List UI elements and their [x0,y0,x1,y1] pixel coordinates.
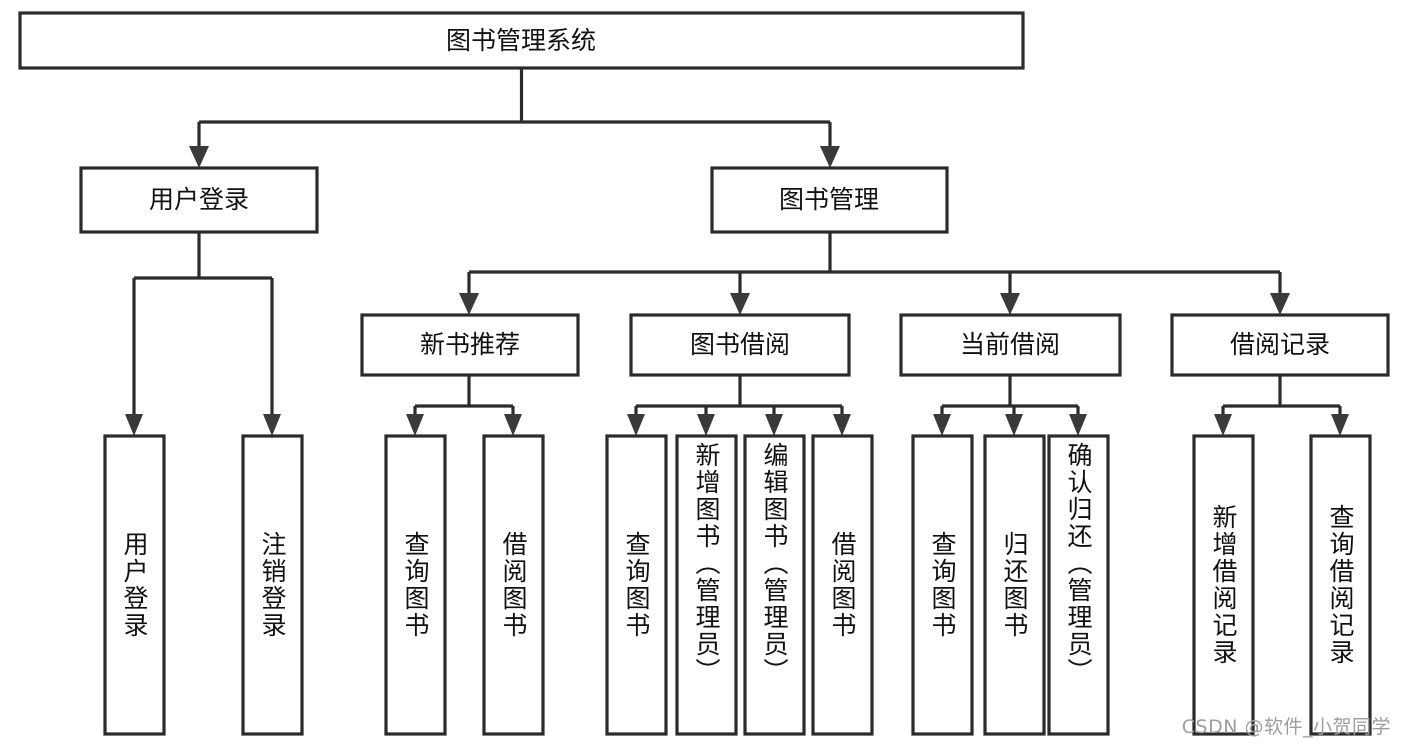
node-leaf-add-record-label: 新增借阅记录 [1209,504,1238,666]
arrow-icon-leaf-query-record [1331,414,1349,436]
arrow-icon-leaf-borrow-book-1 [504,414,522,436]
node-leaf-query-book-1-label: 查询图书 [401,531,430,639]
arrow-icon-leaf-user-login [125,414,143,436]
node-leaf-borrow-book-1-label: 借阅图书 [499,531,528,639]
arrow-icon-leaf-add-record [1214,414,1232,436]
node-leaf-query-book-2[interactable]: 查询图书 [605,434,668,736]
arrow-icon-leaf-logout [263,414,281,436]
csdn-watermark: CSDN @软件_小贺同学 [1181,716,1391,738]
arrow-icon-borrow-record [1270,293,1290,315]
node-leaf-user-login-label: 用户登录 [120,531,149,639]
node-leaf-add-record[interactable]: 新增借阅记录 [1192,434,1255,736]
arrowhead-group [125,146,1349,436]
arrow-icon-leaf-query-book-2 [627,414,645,436]
arrow-icon-book-borrow [730,293,750,315]
node-borrow-record[interactable]: 借阅记录 [1170,313,1390,377]
node-leaf-query-record[interactable]: 查询借阅记录 [1309,434,1372,736]
node-new-book-recommend[interactable]: 新书推荐 [360,313,580,377]
node-leaf-borrow-book-1[interactable]: 借阅图书 [482,434,545,736]
node-leaf-query-book-3[interactable]: 查询图书 [911,434,974,736]
node-leaf-confirm-return-label: 确认归还（管理员） [1064,442,1093,685]
node-leaf-edit-book-label: 编辑图书（管理员） [760,442,789,685]
node-leaf-logout-label: 注销登录 [258,531,287,639]
arrow-icon-current-borrow [1000,293,1020,315]
node-book-manage[interactable]: 图书管理 [710,166,949,234]
node-new-book-recommend-label: 新书推荐 [420,330,520,359]
node-leaf-user-login[interactable]: 用户登录 [103,434,166,736]
node-leaf-query-book-1[interactable]: 查询图书 [384,434,447,736]
node-leaf-return-book-label: 归还图书 [1000,531,1029,639]
node-leaf-edit-book[interactable]: 编辑图书（管理员） [743,434,806,736]
node-leaf-query-record-label: 查询借阅记录 [1326,504,1355,666]
arrow-icon-leaf-add-book [697,414,715,436]
node-leaf-borrow-book-2[interactable]: 借阅图书 [811,434,874,736]
node-leaf-return-book[interactable]: 归还图书 [983,434,1046,736]
node-leaf-confirm-return[interactable]: 确认归还（管理员） [1047,434,1110,736]
node-leaf-add-book[interactable]: 新增图书（管理员） [675,434,738,736]
arrow-icon-user-login [189,146,209,168]
arrow-icon-new-book-recommend [459,293,479,315]
node-leaf-borrow-book-2-label: 借阅图书 [828,531,857,639]
node-book-borrow[interactable]: 图书借阅 [629,313,851,377]
node-leaf-logout[interactable]: 注销登录 [241,434,304,736]
node-current-borrow[interactable]: 当前借阅 [899,313,1122,377]
arrow-icon-leaf-edit-book [765,414,783,436]
node-borrow-record-label: 借阅记录 [1230,330,1330,359]
node-user-login-label: 用户登录 [149,185,249,214]
arrow-icon-leaf-query-book-1 [406,414,424,436]
node-leaf-query-book-3-label: 查询图书 [928,531,957,639]
node-leaf-add-book-label: 新增图书（管理员） [692,442,721,685]
arrow-icon-leaf-return-book [1005,414,1023,436]
node-root-label: 图书管理系统 [446,26,596,55]
node-book-manage-label: 图书管理 [779,185,879,214]
node-leaf-query-book-2-label: 查询图书 [622,531,651,639]
arrow-icon-leaf-query-book-3 [933,414,951,436]
node-root[interactable]: 图书管理系统 [18,11,1025,70]
node-user-login[interactable]: 用户登录 [79,166,319,234]
arrow-icon-leaf-confirm-return [1069,414,1087,436]
arrow-icon-book-manage [820,146,840,168]
node-current-borrow-label: 当前借阅 [960,330,1060,359]
node-book-borrow-label: 图书借阅 [690,330,790,359]
arrow-icon-leaf-borrow-book-2 [833,414,851,436]
